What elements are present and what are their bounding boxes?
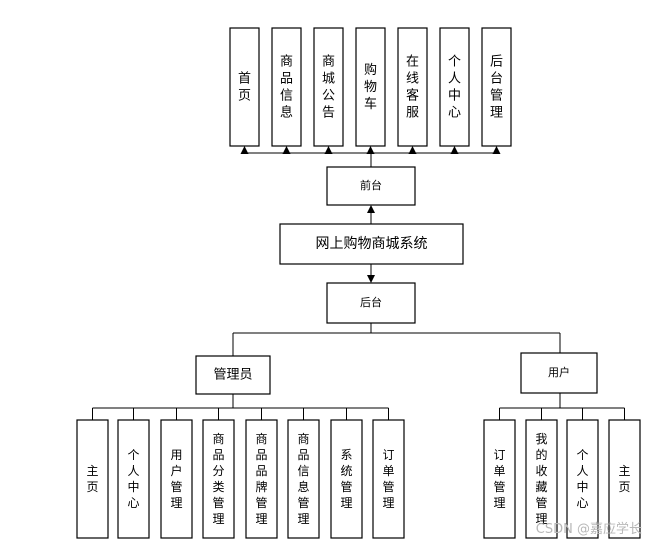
admin-item-1-box — [117, 419, 150, 539]
admin-item-3-box — [202, 419, 235, 539]
front-arrow-4 — [408, 146, 417, 154]
front-item-0-box — [229, 27, 260, 147]
back-node-label: 后台 — [360, 295, 382, 309]
front-item-5-label: 个人中心 — [448, 54, 461, 120]
user-node: 用户 — [520, 352, 598, 394]
back-node-box — [326, 282, 416, 324]
admin-item-5-label: 商品信息管理 — [297, 431, 309, 526]
admin-item-4-box — [245, 419, 278, 539]
admin-node-label: 管理员 — [213, 368, 252, 383]
front-item-1-box — [271, 27, 302, 147]
root-to-front-arrow — [367, 205, 375, 213]
admin-node-box — [195, 355, 271, 395]
front-arrow-3 — [366, 146, 375, 154]
user-item-3-box — [608, 419, 641, 539]
front-item-6: 后台管理 — [481, 27, 512, 147]
front-item-2: 商城公告 — [313, 27, 344, 147]
front-item-0-label: 首页 — [238, 71, 251, 103]
front-arrow-6 — [492, 146, 501, 154]
front-item-4-label: 在线客服 — [406, 54, 419, 120]
user-item-2-box — [566, 419, 599, 539]
front-arrow-0 — [240, 146, 249, 154]
front-node-label: 前台 — [360, 178, 382, 192]
admin-item-0-label: 主页 — [86, 464, 98, 494]
front-arrow-2 — [324, 146, 333, 154]
front-node-box — [326, 166, 416, 206]
watermark: CSDN @嘉应学长 — [535, 522, 642, 537]
front-arrow-5 — [450, 146, 459, 154]
front-item-3-box — [355, 27, 386, 147]
admin-item-6-label: 系统管理 — [340, 448, 352, 510]
front-item-0: 首页 — [229, 27, 260, 147]
admin-node: 管理员 — [195, 355, 271, 395]
user-item-0-box — [483, 419, 516, 539]
admin-item-0: 主页 — [76, 419, 109, 539]
user-node-label: 用户 — [548, 365, 570, 379]
admin-item-7-label: 订单管理 — [382, 448, 394, 510]
admin-item-6: 系统管理 — [330, 419, 363, 539]
user-item-1: 我的收藏管理 — [525, 419, 558, 539]
root-to-back-arrow — [367, 275, 375, 283]
admin-item-7-box — [372, 419, 405, 539]
admin-item-1: 个人中心 — [117, 419, 150, 539]
user-node-box — [520, 352, 598, 394]
front-item-6-label: 后台管理 — [490, 54, 503, 120]
front-item-5: 个人中心 — [439, 27, 470, 147]
user-item-3: 主页 — [608, 419, 641, 539]
admin-item-5: 商品信息管理 — [287, 419, 320, 539]
user-item-2: 个人中心 — [566, 419, 599, 539]
front-item-3-label: 购物车 — [364, 62, 377, 112]
root-node-box — [279, 223, 464, 265]
admin-item-3-label: 商品分类管理 — [212, 431, 224, 526]
user-item-2-label: 个人中心 — [576, 448, 588, 510]
user-item-0: 订单管理 — [483, 419, 516, 539]
front-item-4-box — [397, 27, 428, 147]
admin-item-2-box — [160, 419, 193, 539]
admin-item-2-label: 用户管理 — [170, 448, 182, 510]
admin-item-5-box — [287, 419, 320, 539]
admin-item-4-label: 商品品牌管理 — [255, 431, 267, 526]
front-item-6-box — [481, 27, 512, 147]
admin-item-0-box — [76, 419, 109, 539]
user-item-1-label: 我的收藏管理 — [535, 432, 547, 526]
front-item-4: 在线客服 — [397, 27, 428, 147]
admin-item-2: 用户管理 — [160, 419, 193, 539]
root-node: 网上购物商城系统 — [279, 223, 464, 265]
user-item-1-box — [525, 419, 558, 539]
front-node: 前台 — [326, 166, 416, 206]
front-item-1: 商品信息 — [271, 27, 302, 147]
admin-item-6-box — [330, 419, 363, 539]
back-node: 后台 — [326, 282, 416, 324]
front-arrow-1 — [282, 146, 291, 154]
admin-item-7: 订单管理 — [372, 419, 405, 539]
admin-item-1-label: 个人中心 — [127, 448, 139, 510]
front-item-2-label: 商城公告 — [322, 54, 335, 120]
front-item-2-box — [313, 27, 344, 147]
admin-item-4: 商品品牌管理 — [245, 419, 278, 539]
user-item-3-label: 主页 — [618, 464, 630, 494]
root-node-label: 网上购物商城系统 — [316, 236, 428, 252]
front-item-5-box — [439, 27, 470, 147]
front-item-3: 购物车 — [355, 27, 386, 147]
admin-item-3: 商品分类管理 — [202, 419, 235, 539]
user-item-0-label: 订单管理 — [493, 448, 505, 510]
front-item-1-label: 商品信息 — [280, 54, 293, 120]
